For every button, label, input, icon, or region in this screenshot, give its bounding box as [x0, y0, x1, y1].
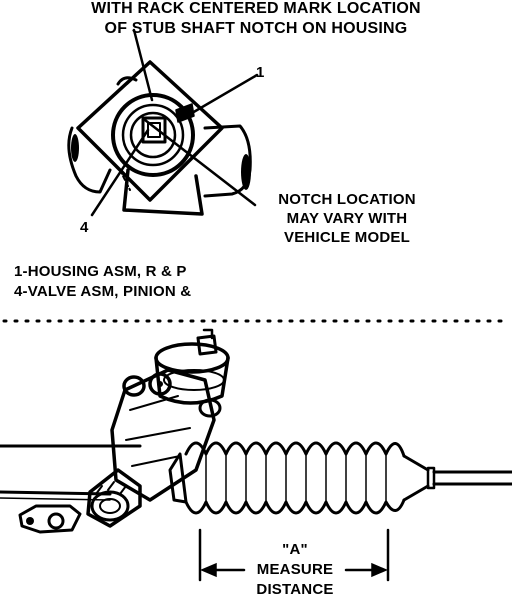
diagram-title-line-2: OF STUB SHAFT NOTCH ON HOUSING — [104, 20, 408, 37]
dimension-letter: "A" — [282, 541, 308, 558]
dimension-label: "A" MEASURE DISTANCE — [244, 540, 346, 600]
notch-note-line-3: VEHICLE MODEL — [284, 229, 410, 246]
callout-1: 1 — [256, 64, 265, 81]
legend-item-4: 4-VALVE ASM, PINION & — [14, 283, 192, 300]
dimension-a — [198, 528, 390, 582]
leader-title-notch — [132, 28, 154, 102]
legend: 1-HOUSING ASM, R & P 4-VALVE ASM, PINION… — [14, 262, 191, 302]
notch-note-line-2: MAY VARY WITH — [286, 210, 408, 227]
leader-notch-location — [143, 118, 257, 207]
leader-callout-1 — [178, 73, 259, 122]
dimension-text-line-1: MEASURE — [256, 561, 334, 578]
dimension-arrowhead-left — [200, 562, 217, 578]
notch-note-line-1: NOTCH LOCATION — [278, 191, 416, 208]
diagram-title-line-1: WITH RACK CENTERED MARK LOCATION — [91, 0, 421, 17]
dimension-arrowhead-right — [371, 562, 388, 578]
legend-item-1: 1-HOUSING ASM, R & P — [14, 263, 187, 280]
notch-note: NOTCH LOCATION MAY VARY WITH VEHICLE MOD… — [254, 190, 440, 247]
leader-lines — [90, 28, 259, 217]
callout-4: 4 — [80, 219, 89, 236]
leader-callout-4 — [90, 128, 150, 217]
valve-housing-illustration — [67, 60, 252, 216]
rack-and-pinion-illustration — [0, 328, 512, 534]
dimension-text-line-2: DISTANCE — [256, 581, 334, 598]
